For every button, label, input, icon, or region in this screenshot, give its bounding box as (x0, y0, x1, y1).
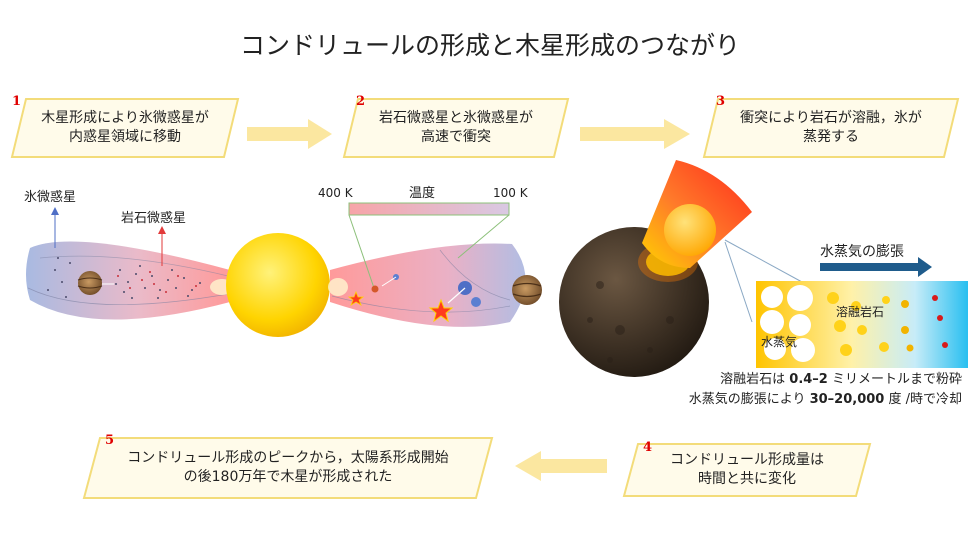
dust-particles-left (47, 257, 201, 299)
step-3-number: 3 (716, 94, 726, 109)
jupiter-right (512, 275, 542, 305)
cooling-note: 溶融岩石は 0.4–2 ミリメートルまで粉砕 水蒸気の膨張により 30–20,0… (689, 370, 962, 410)
step-4-line1: コンドリュール形成量は (670, 452, 824, 468)
temperature-label: 温度 (409, 186, 436, 201)
step-2-line1: 岩石微惑星と氷微惑星が (379, 110, 533, 126)
vapor-bubbles (760, 285, 815, 362)
disc-left (26, 241, 230, 320)
vapor-expansion-label: 水蒸気の膨張 (820, 244, 904, 260)
ice-planetesimal-label: 氷微惑星 (24, 190, 77, 205)
vapor-arrow (820, 257, 932, 277)
step-5-box: コンドリュール形成のピークから，太陽系形成開始の後180万年で木星が形成された (82, 436, 494, 500)
note-line-1: 溶融岩石は 0.4–2 ミリメートルまで粉砕 (720, 372, 962, 387)
step-2-number: 2 (356, 94, 366, 109)
temperature-100k: 100 K (493, 186, 528, 200)
step-1-number: 1 (12, 94, 22, 109)
impact-star-small (347, 290, 365, 306)
step-1-line2: 内惑星領域に移動 (69, 129, 181, 145)
water-vapor-label: 水蒸気 (761, 335, 798, 349)
jupiter-left (78, 271, 102, 295)
step-1-box: 木星形成により氷微惑星が内惑星領域に移動 (10, 97, 240, 159)
disc-right (330, 243, 526, 327)
step-3-line2: 蒸発する (803, 129, 859, 145)
rock-planetesimal-label: 岩石微惑星 (121, 211, 187, 226)
step-5-line1: コンドリュール形成のピークから，太陽系形成開始 (127, 450, 449, 466)
temperature-bar (348, 202, 510, 216)
flow-arrow-1-2 (247, 119, 332, 149)
molten-droplets (827, 292, 948, 356)
note-line-2: 水蒸気の膨張により 30–20,000 度 /時で冷却 (688, 392, 962, 407)
flow-arrow-2-3 (580, 119, 690, 149)
step-4-number: 4 (643, 440, 653, 455)
step-2-box: 岩石微惑星と氷微惑星が高速で衝突 (342, 97, 570, 159)
temperature-400k: 400 K (318, 186, 353, 200)
step-5-line2: の後180万年で木星が形成された (183, 469, 393, 485)
molten-blob (664, 204, 716, 256)
flow-arrow-4-5 (515, 451, 607, 481)
step-5-number: 5 (105, 433, 115, 448)
sun (226, 233, 330, 337)
step-2-line2: 高速で衝突 (421, 129, 491, 145)
step-1-line1: 木星形成により氷微惑星が (41, 110, 209, 126)
step-3-box: 衝突により岩石が溶融，氷が蒸発する (702, 97, 960, 159)
dust-particles-red (117, 271, 197, 293)
step-4-line2: 時間と共に変化 (698, 471, 796, 487)
step-3-line1: 衝突により岩石が溶融，氷が (740, 110, 922, 126)
page-title: コンドリュールの形成と木星形成のつながり (239, 31, 740, 60)
molten-rock-label: 溶融岩石 (836, 305, 885, 319)
step-4-box: コンドリュール形成量は時間と共に変化 (622, 442, 872, 498)
impact-star-large (428, 298, 454, 323)
